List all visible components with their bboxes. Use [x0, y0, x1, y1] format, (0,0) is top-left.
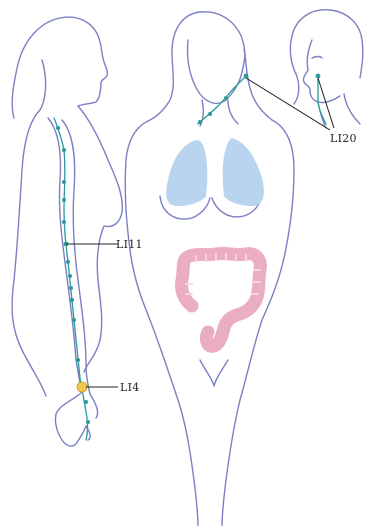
point-arm-9	[69, 286, 73, 290]
right-lung	[223, 138, 264, 206]
point-li20-side	[316, 74, 321, 79]
head-figure-hair-back	[330, 10, 363, 78]
head-figure-eye	[312, 57, 322, 59]
front-figure-hair	[150, 12, 200, 120]
point-arm-3	[62, 180, 66, 184]
point-neck-3	[224, 96, 228, 100]
front-figure-neck	[200, 100, 238, 126]
colon-path	[181, 253, 260, 346]
left-lung	[166, 140, 207, 206]
colon	[181, 253, 260, 346]
side-figure	[12, 17, 122, 446]
point-li20-front	[244, 74, 249, 79]
point-arm-8	[68, 274, 72, 278]
point-arm-5	[62, 220, 66, 224]
side-figure-hand	[55, 392, 97, 446]
head-figure	[290, 10, 362, 128]
point-arm-4	[62, 198, 66, 202]
point-arm-7	[66, 260, 70, 264]
label-li20: LI20	[330, 132, 357, 145]
head-figure-face	[303, 40, 340, 103]
point-arm-2	[62, 148, 66, 152]
point-hand-1	[84, 400, 88, 404]
point-arm-1	[56, 126, 60, 130]
side-figure-back	[12, 60, 46, 396]
point-neck-1	[198, 120, 202, 124]
side-figure-head	[60, 17, 107, 106]
front-figure	[125, 12, 294, 526]
point-neck-2	[208, 112, 212, 116]
point-hand-2	[86, 420, 90, 424]
label-li11: LI11	[116, 238, 143, 251]
point-li4	[77, 382, 87, 392]
front-figure-hips	[200, 360, 228, 386]
side-figure-hair	[12, 18, 60, 118]
lungs	[166, 138, 264, 206]
point-arm-11	[72, 318, 76, 322]
front-figure-hair-right	[200, 12, 272, 120]
label-li4: LI4	[120, 381, 140, 394]
point-arm-10	[70, 298, 74, 302]
point-arm-12	[76, 358, 80, 362]
front-figure-face	[188, 40, 245, 103]
